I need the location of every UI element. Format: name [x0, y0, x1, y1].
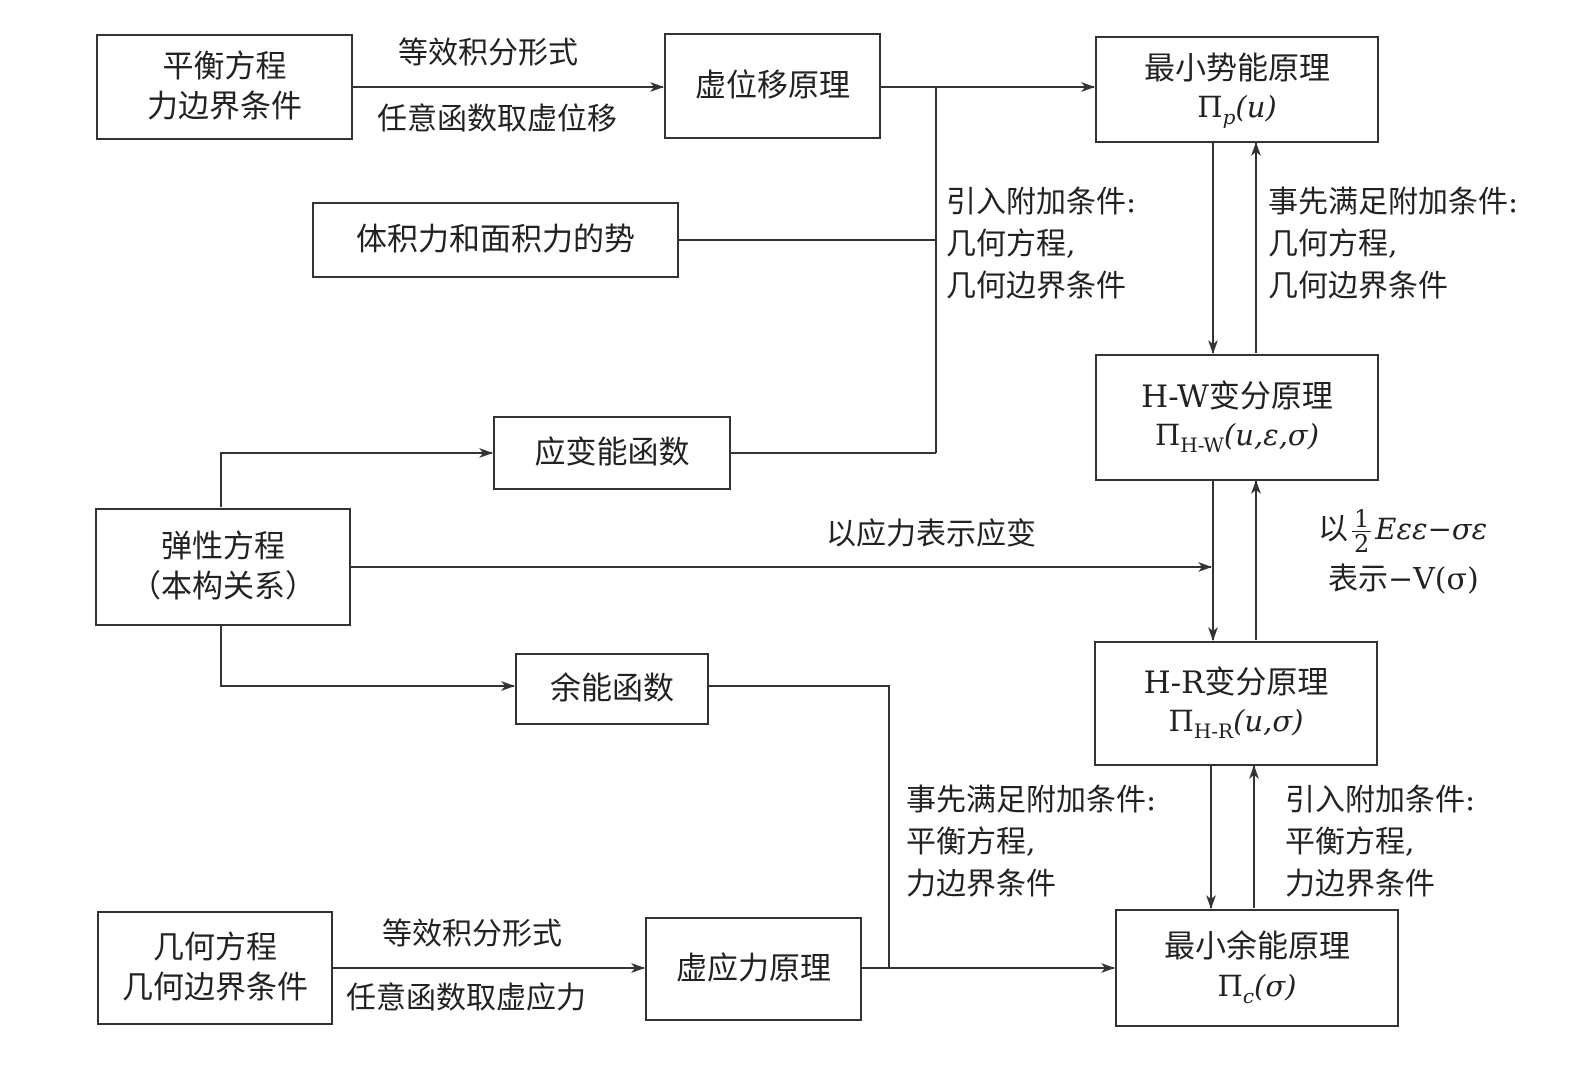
line-complementary	[708, 685, 890, 968]
equilibrium-box: 平衡方程 力边界条件	[96, 34, 353, 140]
arrow-elasticity-to-strain-energy	[220, 448, 493, 507]
introduce-geometry-label: 引入附加条件: 几何方程, 几何边界条件	[946, 185, 1137, 304]
geometry-line1: 几何方程	[153, 929, 277, 966]
min-potential-box: 最小势能原理 Πp(u)	[1095, 36, 1379, 143]
satisfy-equilibrium-label: 事先满足附加条件: 平衡方程, 力边界条件	[906, 783, 1157, 902]
hw-title: H-W变分原理	[1141, 378, 1333, 415]
min-complementary-formula: Πc(σ)	[1217, 968, 1297, 1008]
geometry-box: 几何方程 几何边界条件	[97, 911, 333, 1025]
elasticity-box: 弹性方程 （本构关系）	[95, 508, 351, 626]
min-complementary-box: 最小余能原理 Πc(σ)	[1115, 909, 1399, 1027]
hw-formula: ΠH-W(u,ε,σ)	[1154, 418, 1320, 458]
hw-principle-box: H-W变分原理 ΠH-W(u,ε,σ)	[1095, 354, 1379, 481]
elasticity-line1: 弹性方程	[161, 528, 285, 565]
satisfy-geometry-label: 事先满足附加条件: 几何方程, 几何边界条件	[1268, 185, 1519, 304]
hr-principle-box: H-R变分原理 ΠH-R(u,σ)	[1094, 641, 1378, 766]
arrow-elasticity-to-complementary	[220, 625, 515, 691]
body-force-potential-box: 体积力和面积力的势	[312, 202, 679, 278]
hr-formula: ΠH-R(u,σ)	[1168, 704, 1304, 744]
virtual-stress-box: 虚应力原理	[645, 917, 862, 1021]
top-arrow-label-below: 任意函数取虚位移	[377, 102, 617, 137]
stress-strain-label: 以应力表示应变	[826, 517, 1036, 552]
strain-energy-label: 应变能函数	[534, 434, 690, 471]
min-complementary-title: 最小余能原理	[1164, 929, 1350, 966]
complementary-energy-box: 余能函数	[515, 653, 709, 725]
geometry-line2: 几何边界条件	[122, 970, 308, 1006]
virtual-displacement-label: 虚位移原理	[695, 67, 850, 104]
strain-energy-box: 应变能函数	[493, 416, 731, 490]
bottom-arrow-label-below: 任意函数取虚应力	[346, 981, 586, 1016]
min-potential-title: 最小势能原理	[1144, 50, 1330, 87]
hr-title: H-R变分原理	[1143, 664, 1329, 701]
complementary-energy-label: 余能函数	[550, 670, 674, 707]
body-force-potential-label: 体积力和面积力的势	[356, 221, 635, 258]
top-arrow-label-above: 等效积分形式	[398, 36, 578, 71]
min-potential-formula: Πp(u)	[1197, 90, 1277, 130]
bottom-arrow-label-above: 等效积分形式	[382, 917, 562, 952]
elasticity-line2: （本构关系）	[130, 569, 316, 605]
virtual-displacement-box: 虚位移原理	[664, 33, 881, 139]
equilibrium-line1: 平衡方程	[162, 48, 287, 85]
virtual-stress-label: 虚应力原理	[676, 950, 831, 987]
introduce-equilibrium-label: 引入附加条件: 平衡方程, 力边界条件	[1285, 783, 1476, 902]
equilibrium-line2: 力边界条件	[147, 89, 302, 125]
